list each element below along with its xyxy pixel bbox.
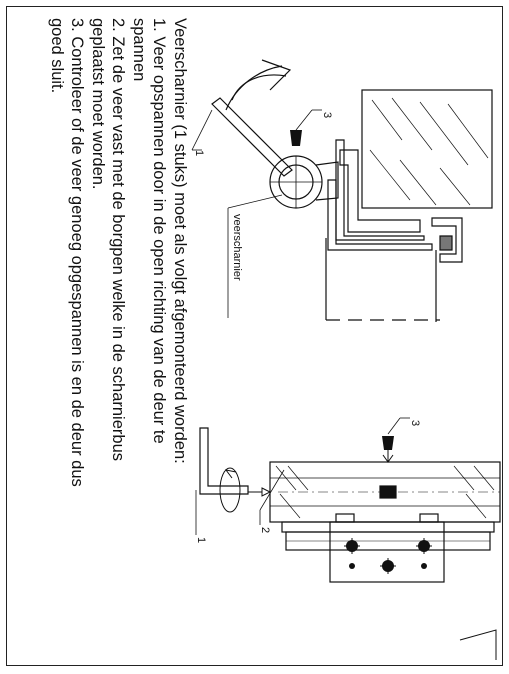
callout-1-bottom: 1: [195, 537, 207, 543]
callout-3-top: 3: [321, 112, 333, 118]
page-border: [6, 6, 503, 666]
hex-key: [199, 427, 249, 495]
locking-pin-bottom: [382, 436, 394, 450]
insert-arrow: [248, 487, 272, 497]
corner-mark: [459, 629, 497, 660]
door-body: [325, 238, 437, 322]
spring-lever-arm: [211, 97, 293, 177]
label-veerscharnier: veerscharnier: [231, 214, 243, 281]
locking-pin: [290, 130, 302, 146]
glass-hatching: [369, 97, 489, 206]
frame-profile: [339, 149, 421, 233]
callout-1-top: 1: [193, 150, 205, 156]
glass-pane: [361, 89, 493, 209]
callout-3-bottom: 3: [409, 420, 421, 426]
rotate-indicator: [219, 467, 241, 513]
bus-hatching: [275, 465, 495, 519]
callout-2-bottom: 2: [259, 527, 271, 533]
mounting-plate: [329, 521, 445, 583]
